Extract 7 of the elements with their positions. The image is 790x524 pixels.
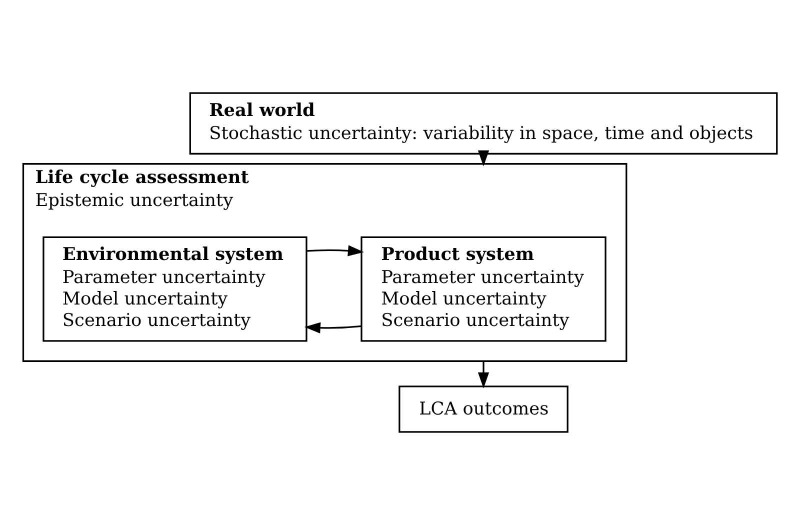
node-box: Environmental system Parameter uncertainty Model uncertainty Scenario uncertainty <box>42 236 308 342</box>
node-box: Product system Parameter uncertainty Model uncertainty Scenario uncertainty <box>360 236 606 342</box>
arrow <box>306 244 364 256</box>
node-box: LCA outcomes <box>398 385 568 432</box>
arrow <box>304 322 362 333</box>
arrow <box>478 150 490 166</box>
arrow <box>478 360 490 388</box>
